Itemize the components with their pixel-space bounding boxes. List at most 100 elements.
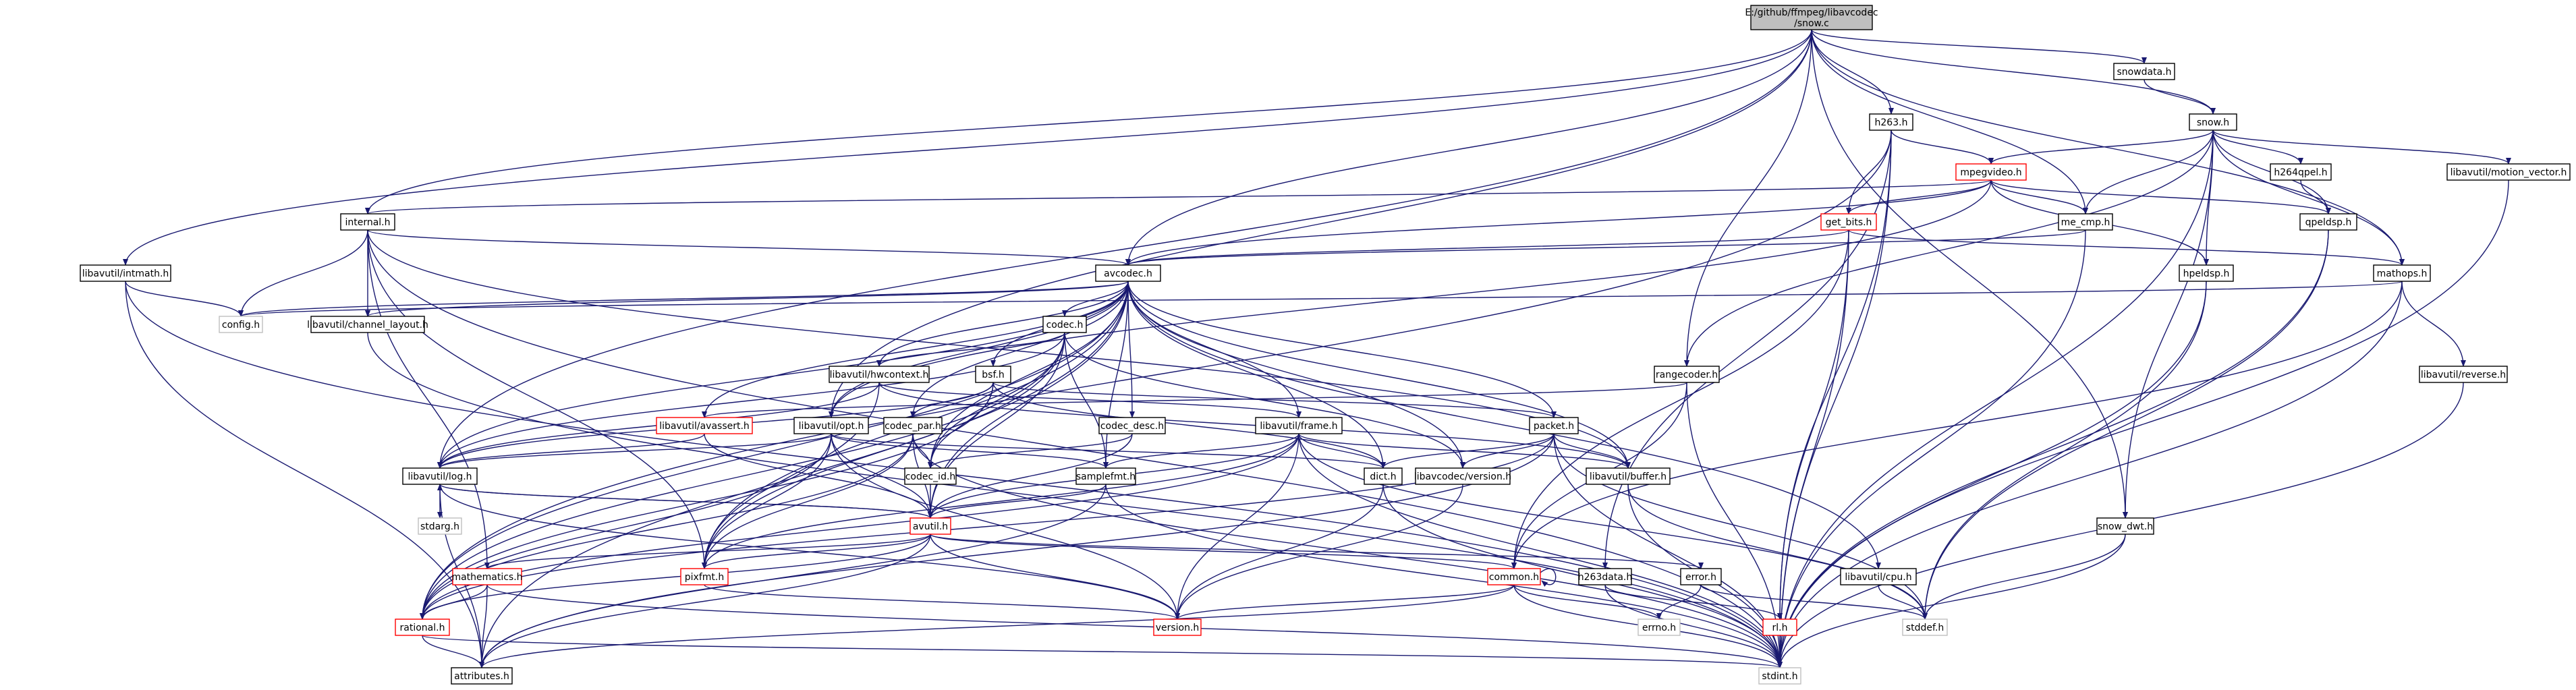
edge-channel-layout-h-to-stdint-h [367,332,1783,668]
edge-internal-h-to-avcodec-h [367,229,1131,266]
edge-error-h-to-stddef-h [1700,584,1928,620]
node-dict-h[interactable]: dict.h [1364,467,1403,485]
node-version-h[interactable]: version.h [1153,619,1202,636]
node-attributes-h[interactable]: attributes.h [451,667,513,685]
node-qpeldsp-h[interactable]: qpeldsp.h [2299,213,2357,231]
node-box [1364,467,1403,485]
node-codec-h[interactable]: codec.h [1042,316,1087,333]
node-label: me_cmp.h [2061,217,2110,228]
node-box [1586,467,1671,485]
node-error-h[interactable]: error.h [1680,568,1722,585]
edge-avcodec-h-to-channel-layout-h [365,281,1129,317]
node-snowdata-h[interactable]: snowdata.h [2113,63,2175,80]
node-label: rational.h [400,623,445,633]
node-frame-h[interactable]: libavutil/frame.h [1255,417,1343,434]
node-box [1654,366,1720,383]
node-box [2179,264,2234,282]
node-snow-h[interactable]: snow.h [2189,113,2237,131]
node-packet-h[interactable]: packet.h [1529,417,1579,434]
edge-snow-c-to-internal-h [365,29,1812,214]
node-snow-dwt-h[interactable]: snow_dwt.h [2096,517,2154,535]
node-codec-id-h[interactable]: codec_id.h [904,467,957,485]
node-codec-par-h[interactable]: codec_par.h [883,417,943,434]
node-label: mathematics.h [451,572,522,583]
node-avutil-h[interactable]: avutil.h [909,517,951,535]
node-h264qpel-h[interactable]: h264qpel.h [2270,163,2332,181]
node-mathematics-h[interactable]: mathematics.h [451,568,523,585]
node-cpu-h[interactable]: libavutil/cpu.h [1840,568,1917,585]
node-box [1840,568,1917,585]
node-libavcodec-version-h[interactable]: libavcodec/version.h [1414,467,1511,485]
node-box [340,213,395,231]
node-box [418,517,462,535]
node-rangecoder-h[interactable]: rangecoder.h [1654,366,1720,383]
node-pixfmt-h[interactable]: pixfmt.h [680,568,729,585]
edge-samplefmt-h-to-avutil-h [928,484,1107,519]
node-avassert-h[interactable]: libavutil/avassert.h [656,417,753,434]
node-label: qpeldsp.h [2305,217,2352,228]
edge-mathops-h-to-config-h [239,281,2403,317]
edge-codec-h-to-hwcontext-h [876,332,1065,367]
edge-mathematics-h-to-rational-h [420,584,488,620]
node-label: libavutil/log.h [408,471,472,482]
node-me-cmp-h[interactable]: me_cmp.h [2058,213,2113,231]
edge-avcodec-h-to-rational-h [420,281,1129,620]
edge-internal-h-to-mathematics-h [367,229,490,569]
node-opt-h[interactable]: libavutil/opt.h [793,417,869,434]
edge-codec-par-h-to-codec-id-h [912,433,933,469]
node-box [909,517,951,535]
node-buffer-h[interactable]: libavutil/buffer.h [1586,467,1671,485]
node-label: dict.h [1370,471,1396,482]
edge-mpegvideo-h-to-me-cmp-h [1990,179,2088,214]
edge-opt-h-to-dict-h [831,433,1386,469]
node-log-h[interactable]: libavutil/log.h [402,467,478,485]
edge-h263data-h-to-stdint-h [1604,584,1783,668]
edge-h263-h-to-mpegvideo-h [1891,130,1994,165]
node-label: internal.h [345,217,390,228]
node-mpegvideo-h[interactable]: mpegvideo.h [1955,163,2027,181]
node-codec-desc-h[interactable]: codec_desc.h [1098,417,1166,434]
node-common-h[interactable]: common.h [1487,568,1541,585]
node-avcodec-h[interactable]: avcodec.h [1095,264,1161,282]
node-box [680,568,729,585]
edge-codec-par-h-to-stdint-h [912,433,1783,668]
edge-mathops-h-to-reverse-h [2401,281,2466,367]
node-stdarg-h: stdarg.h [418,517,462,535]
edge-mathops-h-to-stdint-h [1777,281,2403,668]
node-hpeldsp-h[interactable]: hpeldsp.h [2179,264,2234,282]
node-intmath-h[interactable]: libavutil/intmath.h [80,264,171,282]
node-hwcontext-h[interactable]: libavutil/hwcontext.h [829,366,930,383]
node-get-bits-h[interactable]: get_bits.h [1820,213,1877,231]
node-rational-h[interactable]: rational.h [395,619,450,636]
node-label: libavutil/channel_layout.h [307,320,428,330]
node-label: packet.h [1534,421,1574,432]
edge-get-bits-h-to-mathops-h [1848,229,2405,266]
node-label: E:/github/ffmpeg/libavcodec [1745,7,1878,18]
edge-frame-h-to-stdint-h [1298,433,1783,668]
node-motion-vector-h[interactable]: libavutil/motion_vector.h [2446,163,2571,181]
edge-samplefmt-h-to-stdint-h [1105,484,1783,668]
node-rl-h[interactable]: rl.h [1762,619,1797,636]
edge-avcodec-h-to-hwcontext-h [876,281,1129,367]
edge-mpegvideo-h-to-get-bits-h [1846,179,1992,214]
edge-codec-par-h-to-pixfmt-h [702,433,914,569]
edge-avutil-h-to-attributes-h [479,534,931,668]
node-label: avutil.h [913,521,948,532]
edge-avcodec-h-to-log-h [437,281,1129,469]
node-mathops-h[interactable]: mathops.h [2373,264,2431,282]
node-snow-c[interactable]: E:/github/ffmpeg/libavcodec/snow.c [1745,5,1878,30]
node-internal-h[interactable]: internal.h [340,213,395,231]
edge-codec-par-h-to-rational-h [420,433,914,620]
node-reverse-h[interactable]: libavutil/reverse.h [2419,366,2508,383]
node-config-h: config.h [219,316,263,333]
node-box [656,417,753,434]
node-box [452,568,522,585]
node-samplefmt-h[interactable]: samplefmt.h [1075,467,1136,485]
edge-h264qpel-h-to-qpeldsp-h [2300,179,2331,214]
node-bsf-h[interactable]: bsf.h [975,366,1011,383]
node-h263-h[interactable]: h263.h [1869,113,1913,131]
node-h263data-h[interactable]: h263data.h [1578,568,1632,585]
edge-codec-desc-h-to-avutil-h [928,433,1133,519]
node-channel-layout-h[interactable]: libavutil/channel_layout.h [307,316,428,333]
